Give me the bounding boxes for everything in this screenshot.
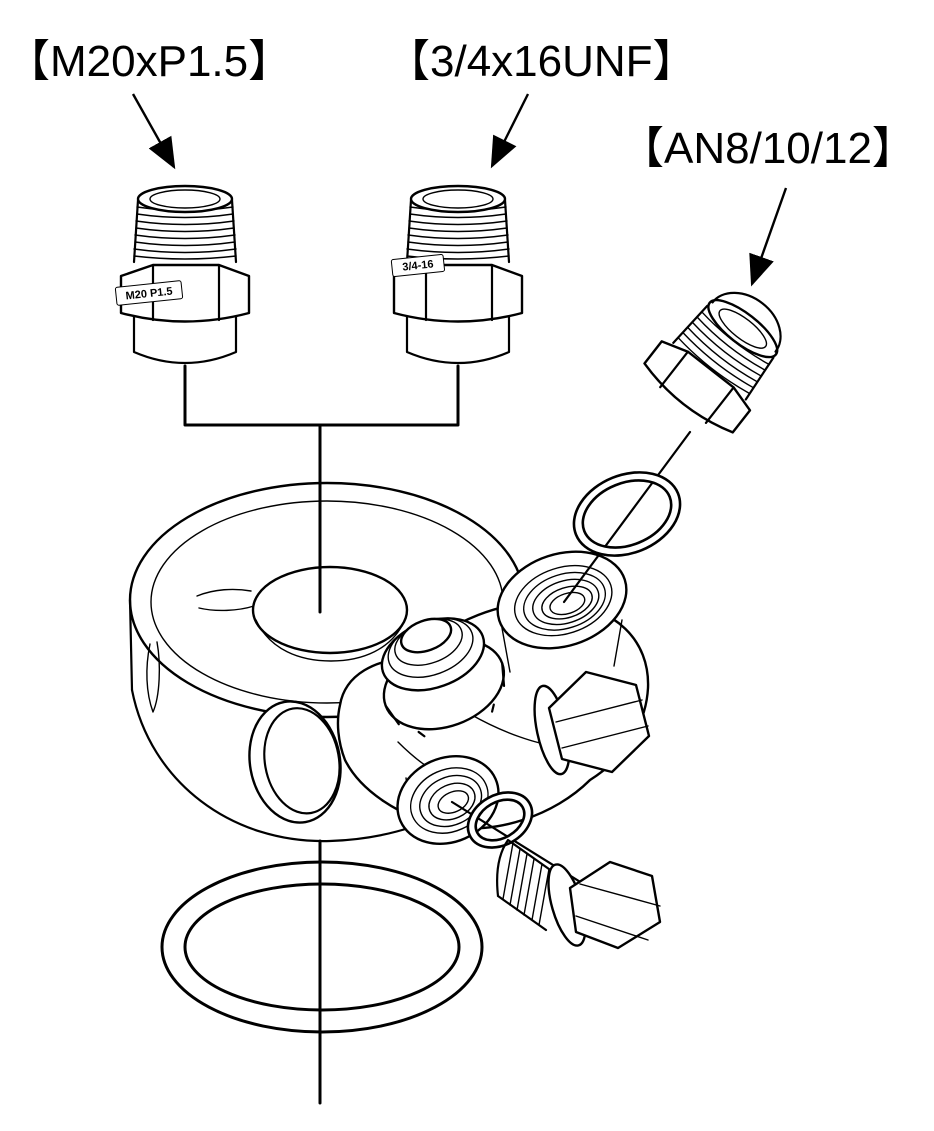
unf-hex-facets xyxy=(424,263,494,322)
plate-left-edge xyxy=(128,598,134,692)
installed-an-fitting xyxy=(380,617,506,738)
o-ring-large xyxy=(160,860,484,1034)
unf-thread-crests xyxy=(406,206,510,260)
o-ring-mid xyxy=(572,471,682,557)
m20-top-face xyxy=(149,189,221,209)
an-flare-rim xyxy=(707,298,779,359)
o-ring-large-torus xyxy=(160,860,484,1034)
an-port-thread-5 xyxy=(549,591,586,616)
port-boss-edges xyxy=(501,619,623,673)
unf-marking-group: 3/4-16 xyxy=(390,254,445,277)
m20-marking-group: M20 P1.5 xyxy=(114,280,184,306)
o-ring-mid-torus xyxy=(572,471,682,557)
an-flare-fitting xyxy=(643,291,782,434)
unf-top-face xyxy=(422,189,494,209)
hex-plug-right xyxy=(533,670,651,776)
an-hex xyxy=(643,340,752,434)
plate-hole-depth xyxy=(255,619,405,662)
label-m20: 【M20xP1.5】 xyxy=(6,37,292,86)
label-unf: 【3/4x16UNF】 xyxy=(386,37,697,86)
hex-plug-bottom xyxy=(496,838,662,950)
plug-bottom-facets xyxy=(575,883,661,941)
plug-bottom-hex xyxy=(568,860,662,950)
installed-top-face xyxy=(399,617,453,654)
m20-thread-sides xyxy=(132,198,238,264)
plate-top-notch xyxy=(196,588,255,612)
leader-arrow-unf xyxy=(490,93,530,169)
an-port-rim xyxy=(496,550,628,650)
an-port-thread-3 xyxy=(532,578,600,626)
sensor-port-bore xyxy=(263,707,341,815)
an-dome xyxy=(711,291,782,353)
plate-side-slot xyxy=(146,641,160,713)
bottom-port-thread-3 xyxy=(428,782,476,821)
unf-marking-box xyxy=(390,254,445,277)
an-port xyxy=(496,550,628,650)
o-ring-small xyxy=(466,791,534,849)
m20-thread-adapter: M20 P1.5 xyxy=(114,184,251,365)
m20-marking-box xyxy=(114,280,184,306)
assembly-centerline-top xyxy=(183,364,460,614)
an-port-thread-2 xyxy=(523,571,607,631)
bottom-port-thread-2 xyxy=(419,774,483,828)
an-hex-facets xyxy=(659,350,735,424)
unf-marking: 3/4-16 xyxy=(402,258,434,273)
unf-base xyxy=(405,308,511,365)
leader-arrow-an xyxy=(749,187,788,287)
installed-hex-facets xyxy=(384,662,506,738)
unf-thread-sides xyxy=(405,198,511,264)
plug-right-facets xyxy=(555,699,649,749)
plug-bottom-threads xyxy=(502,842,550,926)
plate-center-hole xyxy=(251,565,409,655)
label-an: 【AN8/10/12】 xyxy=(620,124,916,173)
bottom-port-thread-1 xyxy=(409,767,489,834)
plug-right-hex xyxy=(547,670,651,774)
m20-base xyxy=(132,308,238,365)
an-port-thread-4 xyxy=(541,585,593,620)
sensor-port xyxy=(248,700,342,824)
plug-bottom-shank xyxy=(496,838,558,932)
m20-marking: M20 P1.5 xyxy=(125,286,173,303)
an-dome-face xyxy=(718,308,768,349)
an-port-thread-1 xyxy=(513,564,613,637)
leader-arrow-m20 xyxy=(131,93,176,170)
m20-thread-crests xyxy=(133,206,237,260)
bottom-port-thread-4 xyxy=(437,790,470,814)
unf-thread-adapter: 3/4-16 xyxy=(390,184,524,365)
assembly-axis-an xyxy=(562,430,692,604)
o-ring-small-torus xyxy=(466,791,534,849)
